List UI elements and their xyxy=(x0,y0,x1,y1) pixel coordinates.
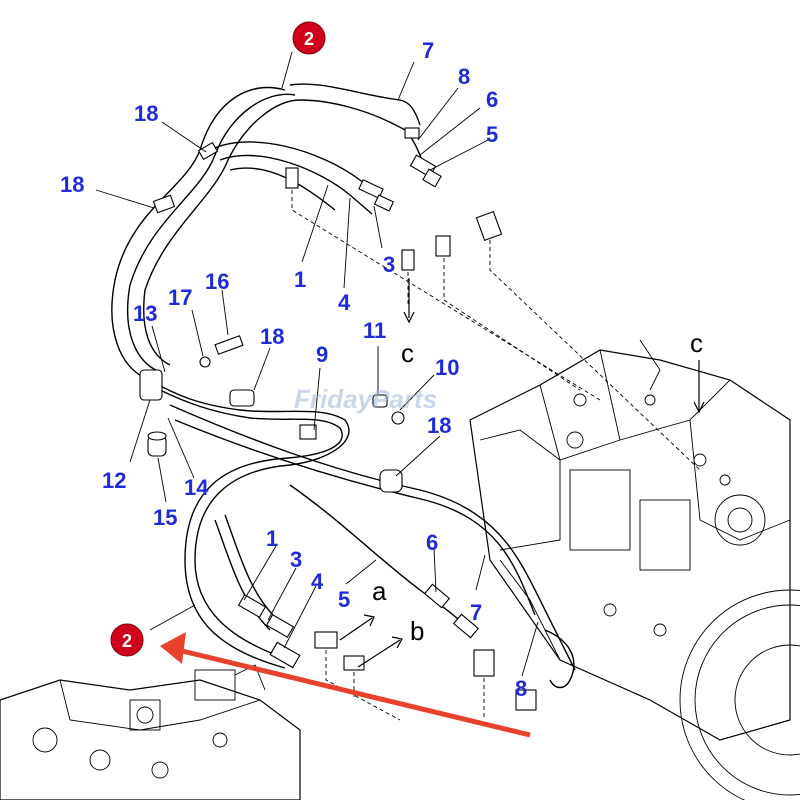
port-fittings xyxy=(285,167,701,721)
callout-9: 9 xyxy=(316,342,328,367)
callout-1: 1 xyxy=(266,526,278,551)
callout-5: 5 xyxy=(338,587,350,612)
watermark-text: FridayParts xyxy=(294,384,437,414)
letter-c: c xyxy=(690,328,703,358)
callout-18: 18 xyxy=(427,413,451,438)
hose-bundle-upper xyxy=(111,83,442,381)
callout-16: 16 xyxy=(205,269,229,294)
reference-letters: c c a b xyxy=(372,328,703,646)
callout-3: 3 xyxy=(290,547,302,572)
callout-5: 5 xyxy=(486,122,498,147)
callout-15: 15 xyxy=(153,505,177,530)
callout-13: 13 xyxy=(133,301,157,326)
callout-3: 3 xyxy=(383,252,395,277)
badge-top: 2 xyxy=(292,21,326,55)
callout-18: 18 xyxy=(60,172,84,197)
leader-lines xyxy=(95,51,705,677)
control-valve xyxy=(0,664,301,800)
badge-bottom: 2 xyxy=(110,623,144,657)
letter-a: a xyxy=(372,576,387,606)
callout-4: 4 xyxy=(338,290,351,315)
hose-bundle-lower xyxy=(139,369,576,689)
callout-17: 17 xyxy=(168,285,192,310)
callout-labels: 7 8 6 5 18 18 1 4 3 17 16 13 18 9 11 10 … xyxy=(60,38,527,701)
badge-bottom-label: 2 xyxy=(122,631,132,651)
badge-top-label: 2 xyxy=(304,29,314,49)
callout-6: 6 xyxy=(486,87,498,112)
callout-4: 4 xyxy=(311,569,324,594)
callout-8: 8 xyxy=(458,64,470,89)
red-arrow xyxy=(160,632,531,738)
callout-7: 7 xyxy=(422,38,434,63)
callout-8: 8 xyxy=(515,676,527,701)
letter-c: c xyxy=(401,338,414,368)
callout-18: 18 xyxy=(134,101,158,126)
callout-7: 7 xyxy=(470,600,482,625)
callout-14: 14 xyxy=(184,475,209,500)
callout-10: 10 xyxy=(435,355,459,380)
callout-6: 6 xyxy=(426,530,438,555)
letter-b: b xyxy=(410,616,424,646)
callout-18: 18 xyxy=(260,324,284,349)
callout-11: 11 xyxy=(363,318,386,343)
pump-assembly xyxy=(469,339,800,800)
callout-1: 1 xyxy=(294,267,306,292)
small-parts xyxy=(147,335,405,457)
callout-12: 12 xyxy=(102,468,126,493)
